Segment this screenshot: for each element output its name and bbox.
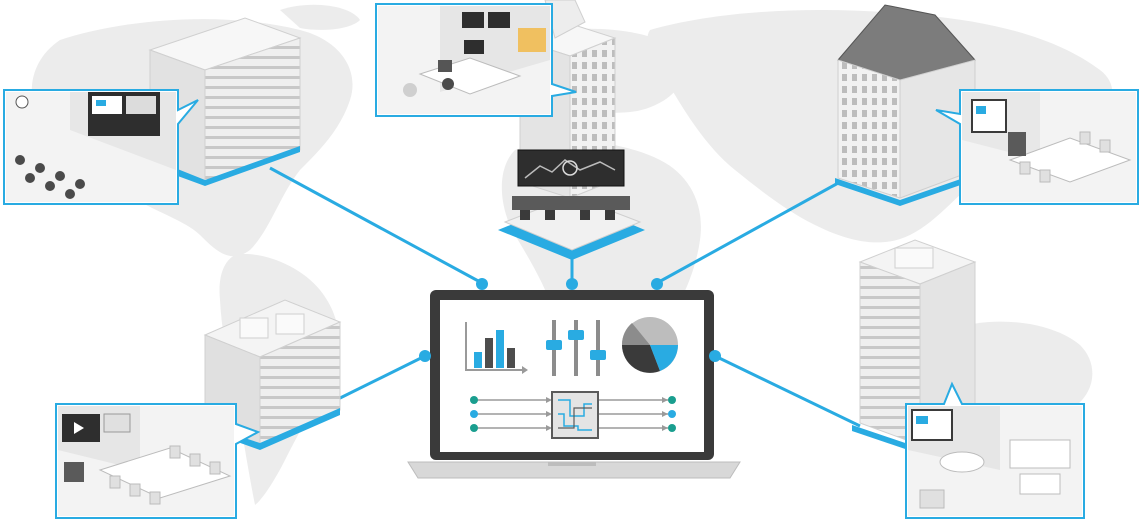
- node-lounge: [709, 350, 721, 362]
- link-boardroom: [656, 180, 841, 285]
- callout-office-desk: [375, 3, 577, 117]
- office-display-1: [462, 12, 484, 28]
- node-control-room: [566, 278, 578, 290]
- callout-boardroom: [935, 89, 1139, 205]
- pie-chart-icon: [621, 317, 678, 373]
- callout-auditorium: [3, 89, 199, 205]
- classic-building: [835, 4, 976, 206]
- mixer-sliders-icon: [546, 320, 606, 376]
- tall-tower-building: [852, 239, 977, 454]
- control-room-video-wall: [517, 149, 625, 187]
- boardroom-display: [971, 99, 1007, 133]
- link-auditorium: [269, 166, 483, 285]
- signal-routing-matrix-icon: [470, 391, 676, 439]
- node-boardroom: [651, 278, 663, 290]
- node-meeting-room: [419, 350, 431, 362]
- link-meeting-room: [329, 354, 426, 405]
- control-room-platform: [498, 149, 645, 260]
- connection-nodes: [419, 278, 721, 362]
- bar-chart-icon: [465, 322, 528, 374]
- node-auditorium: [476, 278, 488, 290]
- callout-lounge: [905, 381, 1085, 519]
- lounge-display: [911, 409, 953, 441]
- low-rise-building: [203, 299, 342, 450]
- callout-meeting-room: [55, 403, 261, 519]
- central-laptop: [407, 290, 741, 479]
- link-lounge: [714, 354, 861, 428]
